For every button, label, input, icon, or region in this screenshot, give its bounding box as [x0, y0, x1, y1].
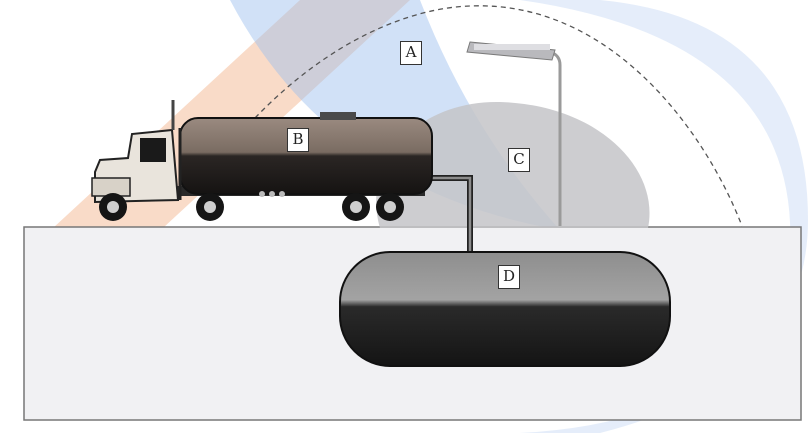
zone-a-boundary [254, 5, 743, 227]
truck-wheels [99, 193, 404, 221]
zone-b-label: B [287, 128, 309, 152]
zone-c-label: C [508, 148, 530, 172]
zone-d-label: D [498, 265, 520, 289]
underground-storage-tank-icon [339, 251, 671, 367]
street-lamp-icon [466, 41, 562, 226]
fuel-tanker-truck-icon [91, 100, 433, 221]
zone-a-label: A [400, 41, 422, 65]
